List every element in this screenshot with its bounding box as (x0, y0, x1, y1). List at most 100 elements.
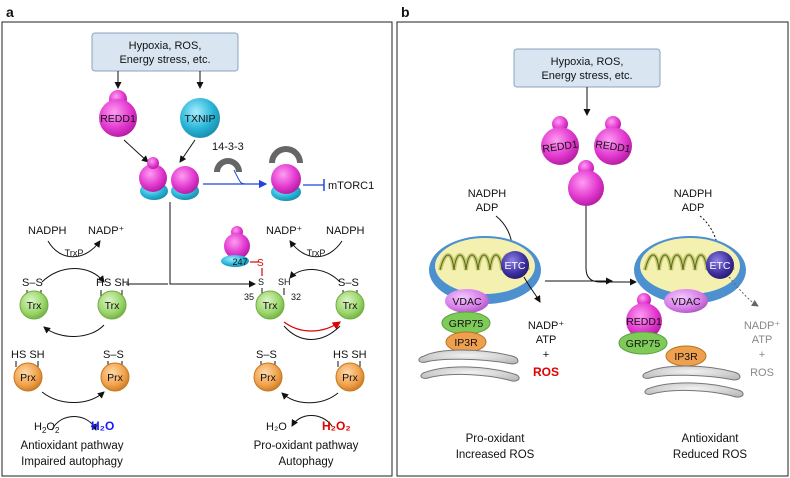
right-ip3r-label: IP3R (674, 351, 698, 363)
stimulus-b-line-1: Hypoxia, ROS, (551, 56, 624, 68)
caption-b-left-1: Pro-oxidant (466, 433, 526, 445)
right-prx-oxidation-arrow (281, 392, 339, 404)
stimulus-line-2: Energy stress, etc. (119, 54, 210, 66)
txnip-label: TXNIP (185, 113, 216, 125)
right-mitochondrion-assembly: NADPH ADP ETC VDAC REDD1 GRP75 IP3R NADP… (618, 188, 780, 398)
stimulus-line-1: Hypoxia, ROS, (129, 40, 202, 52)
redd1-label-a: REDD1 (100, 113, 136, 125)
left-prx-oxidized (100, 362, 130, 392)
left-etc-output-arrow (523, 276, 541, 303)
left-trx-reduced (97, 290, 127, 320)
left-h2o: H₂O (91, 419, 114, 433)
left-vdac (445, 289, 489, 313)
right-nadp: NADP⁺ (266, 225, 303, 237)
left-prx-red-label: Prx (20, 372, 37, 384)
left-prx-reduced (13, 362, 43, 392)
left-adp: ADP (476, 202, 499, 214)
right-vdac (664, 289, 708, 313)
left-nadph-arc (47, 240, 101, 258)
left-grp75-label: GRP75 (449, 318, 484, 330)
residue-35: 35 (244, 292, 254, 302)
panel-a-letter: a (6, 4, 14, 20)
left-prx-ox-bond: S–S (103, 349, 124, 361)
right-etc-label: ETC (710, 260, 731, 272)
arrow-redd1-complex (123, 139, 149, 163)
right-prx-ox-bond: S–S (256, 349, 277, 361)
right-prx-red-label: Prx (342, 372, 359, 384)
right-prx-reduced (335, 362, 365, 392)
right-trxp: TrxP (307, 248, 326, 258)
right-nadph: NADPH (326, 225, 365, 237)
left-er-1 (418, 349, 519, 365)
right-prx-red-bond: HS SH (333, 349, 367, 361)
right-redd1-label: REDD1 (626, 316, 662, 328)
arrow-redd1-to-right-mito (585, 206, 637, 286)
residue-247: 247 (232, 257, 247, 267)
right-trx-oxidation-arrow (283, 321, 341, 332)
right-adp: ADP (682, 202, 705, 214)
caption-b-right-1: Antioxidant (682, 433, 740, 445)
panel-b-frame (396, 21, 789, 477)
redd1-b-label-2: REDD1 (594, 139, 631, 156)
right-nadph-arc (289, 240, 343, 258)
adapter-14-3-3-label: 14-3-3 (212, 141, 244, 153)
right-etc (706, 251, 734, 279)
left-prx-ox-label: Prx (107, 372, 124, 384)
left-thioredoxin-cycle: NADPH NADP⁺ TrxP S–S HS SH Trx Trx HS SH… (11, 225, 130, 435)
residue-32: 32 (291, 292, 301, 302)
caption-a-right-2: Autophagy (279, 456, 334, 468)
stimulus-box-a (91, 32, 239, 72)
panel-b-letter: b (401, 4, 410, 20)
right-sh-label: SH (278, 277, 291, 287)
right-trx-bound-label: Trx (263, 300, 279, 312)
left-trx-red-label: Trx (105, 300, 121, 312)
left-ros: ROS (533, 365, 559, 379)
left-ip3r-label: IP3R (454, 337, 478, 349)
redd1-protein-a: REDD1 (99, 90, 137, 137)
left-trx-reduction-arrow (41, 268, 105, 283)
left-nadp: NADP⁺ (88, 225, 125, 237)
right-prx-ox-label: Prx (260, 372, 277, 384)
right-trx-reduction-arrow (289, 269, 341, 283)
adapter-binding-curve (233, 169, 247, 185)
right-redd1 (626, 303, 662, 339)
left-prx-red-bond: HS SH (11, 349, 45, 361)
caption-a-left-1: Antioxidant pathway (21, 440, 124, 452)
right-er-2 (644, 382, 744, 398)
left-etc (501, 251, 529, 279)
left-h2o2: H2O2 (34, 421, 60, 435)
caption-b-left-2: Increased ROS (456, 449, 535, 461)
panel-a: a Hypoxia, ROS, Energy stress, etc. REDD… (1, 4, 393, 477)
right-plus: + (759, 349, 765, 361)
right-grp75 (618, 331, 668, 355)
panel-b: b Hypoxia, ROS, Energy stress, etc. REDD… (396, 4, 789, 477)
bound-complex (269, 146, 303, 201)
redd1-txnip-complex-1 (139, 157, 168, 200)
caption-a-right-1: Pro-oxidant pathway (254, 440, 359, 452)
mtorc1-label: mTORC1 (328, 180, 374, 192)
right-vdac-label: VDAC (671, 296, 701, 308)
left-trx-oxidation-arrow (43, 324, 105, 337)
left-trxp: TrxP (65, 248, 84, 258)
right-trx-ox-label: Trx (343, 300, 359, 312)
right-trx-bound (255, 290, 285, 320)
left-plus: + (543, 349, 549, 361)
arrow-txnip-complex (179, 139, 196, 163)
caption-a-left-2: Impaired autophagy (21, 456, 123, 468)
right-h2o2: H₂O₂ (322, 419, 351, 433)
redd1-b-label-1: REDD1 (542, 139, 579, 156)
left-etc-label: ETC (505, 260, 526, 272)
txnip-protein: TXNIP (180, 98, 220, 138)
right-prx-oxidized (253, 362, 283, 392)
left-nadp: NADP⁺ (528, 320, 565, 332)
left-nadph: NADPH (468, 188, 507, 200)
left-prx-oxidation-arrow (41, 391, 105, 403)
right-grp75-label: GRP75 (626, 338, 661, 350)
stimulus-b-line-2: Energy stress, etc. (541, 70, 632, 82)
redd1-trx-bound: 247 S (221, 226, 264, 276)
arrow-complex-to-right-trx (169, 202, 256, 288)
left-mitochondrion-assembly: NADPH ADP ETC VDAC GRP75 IP3R NADP⁺ ATP … (418, 188, 565, 382)
right-h2o: H₂O (266, 421, 287, 433)
redd1-txnip-complex-2 (171, 166, 199, 200)
